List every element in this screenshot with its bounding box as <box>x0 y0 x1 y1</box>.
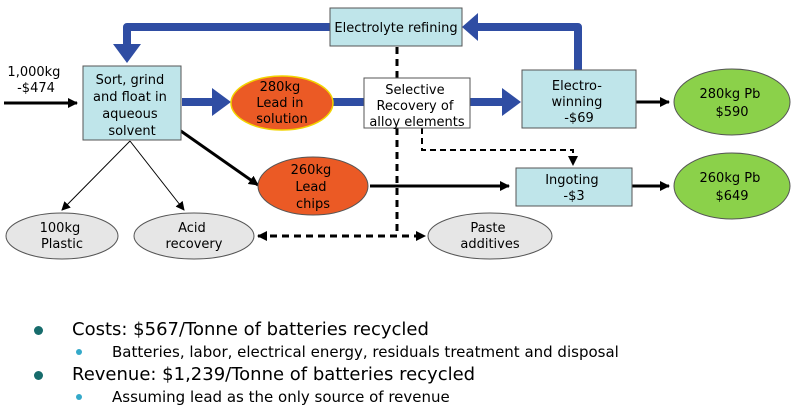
electrowinning-box <box>521 69 637 129</box>
acid-recovery-node <box>133 212 255 260</box>
lead-chips-label: 260kg Lead chips <box>291 163 336 212</box>
ingoting-box <box>515 167 633 207</box>
bullet-costs-detail: Batteries, labor, electrical energy, res… <box>30 341 790 363</box>
bullet-revenue-detail: Assuming lead as the only source of reve… <box>30 386 790 408</box>
costs-text: Costs: $567/Tonne of batteries recycled <box>72 319 429 340</box>
plastic-node <box>5 212 119 260</box>
blue-arrowhead <box>502 88 521 116</box>
pb-280-label: 280kg Pb $590 <box>700 87 765 120</box>
bullet-costs: Costs: $567/Tonne of batteries recycled <box>30 318 790 341</box>
arrow-sort-to-chips <box>167 120 259 187</box>
blue-arrowhead <box>113 44 141 63</box>
lead-chips-node <box>257 156 369 216</box>
costs-detail-text: Batteries, labor, electrical energy, res… <box>112 343 619 361</box>
paste-additives-label: Paste additives <box>460 221 519 252</box>
recycling-flow-diagram: 1,000kg -$474 Sort, grind and float in a… <box>4 7 791 260</box>
summary-bullets: Costs: $567/Tonne of batteries recycled … <box>30 318 790 408</box>
blue-flow-electrolyte-to-sort <box>123 23 330 48</box>
dashed-selective-to-ingoting <box>421 128 578 166</box>
electrolyte-refining-box <box>329 7 463 47</box>
plastic-label: 100kg Plastic <box>40 221 85 252</box>
input-cost: -$474 <box>17 81 55 96</box>
arrow-sort-to-plastic <box>61 140 131 211</box>
sort-grind-float-box <box>82 65 182 141</box>
paste-additives-node <box>427 212 553 260</box>
input-mass: 1,000kg <box>7 65 60 80</box>
input-label: 1,000kg -$474 <box>7 65 64 96</box>
lead-in-solution-node <box>230 75 334 131</box>
selective-recovery-label: Selective Recovery of alloy elements <box>369 83 465 130</box>
electrowinning-label: Electro- winning -$69 <box>552 79 607 126</box>
arrow-sort-to-acid <box>129 140 185 211</box>
electrolyte-refining-label: Electrolyte refining <box>334 21 457 36</box>
acid-recovery-label: Acid recovery <box>166 221 223 252</box>
ingoting-label: Ingoting -$3 <box>545 173 603 204</box>
bullet-dot <box>34 326 43 335</box>
blue-flow-electrowinning-to-electrolyte <box>472 23 582 70</box>
sort-grind-float-label: Sort, grind and float in aqueous solvent <box>93 73 171 139</box>
blue-arrowhead <box>462 13 478 41</box>
lead-in-solution-label: 280kg Lead in solution <box>256 80 307 127</box>
pb-260-node <box>673 152 791 220</box>
bullet-dot <box>76 394 82 400</box>
blue-arrowhead <box>212 88 231 116</box>
pb-260-label: 260kg Pb $649 <box>700 171 765 204</box>
pb-280-node <box>673 68 791 136</box>
revenue-detail-text: Assuming lead as the only source of reve… <box>112 388 450 406</box>
bullet-dot <box>76 349 82 355</box>
selective-recovery-box <box>363 77 471 129</box>
bullet-dot <box>34 371 43 380</box>
revenue-text: Revenue: $1,239/Tonne of batteries recyc… <box>72 364 476 385</box>
bullet-revenue: Revenue: $1,239/Tonne of batteries recyc… <box>30 363 790 386</box>
